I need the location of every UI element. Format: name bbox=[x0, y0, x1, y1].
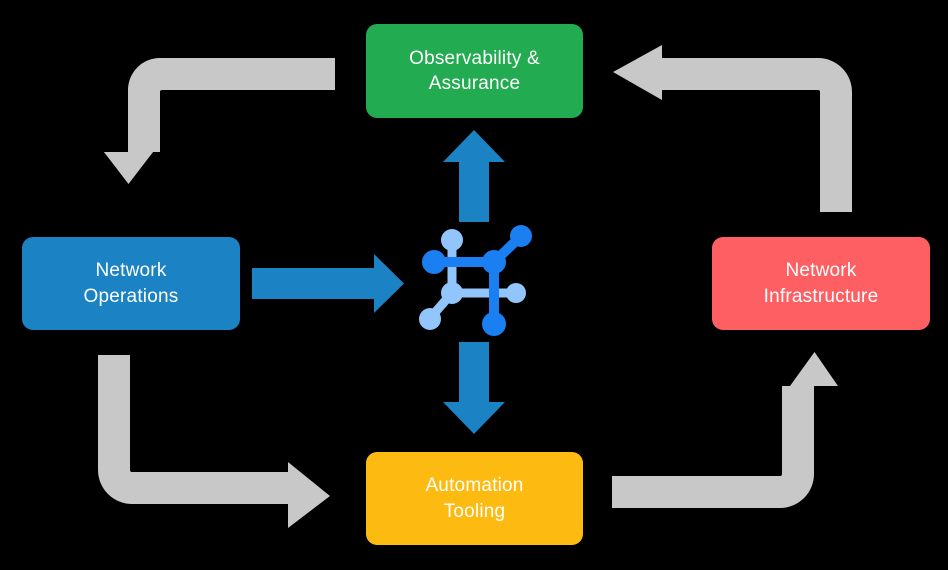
node-network-infrastructure[interactable]: Network Infrastructure bbox=[712, 237, 930, 330]
topology-nodes-primary bbox=[422, 225, 532, 336]
arrow-observability-to-operations bbox=[104, 58, 335, 184]
node-network-operations[interactable]: Network Operations bbox=[22, 237, 240, 330]
arrow-automation-to-infrastructure bbox=[612, 352, 838, 508]
arrow-infrastructure-to-observability bbox=[613, 45, 852, 212]
arrow-operations-to-center bbox=[252, 254, 404, 313]
topology-nodes-secondary bbox=[419, 229, 526, 330]
node-automation-tooling[interactable]: Automation Tooling bbox=[366, 452, 583, 545]
arrow-operations-to-automation bbox=[98, 355, 330, 528]
arrow-center-to-automation bbox=[443, 342, 505, 434]
node-observability-assurance[interactable]: Observability & Assurance bbox=[366, 24, 583, 118]
arrow-center-to-observability bbox=[443, 130, 505, 222]
